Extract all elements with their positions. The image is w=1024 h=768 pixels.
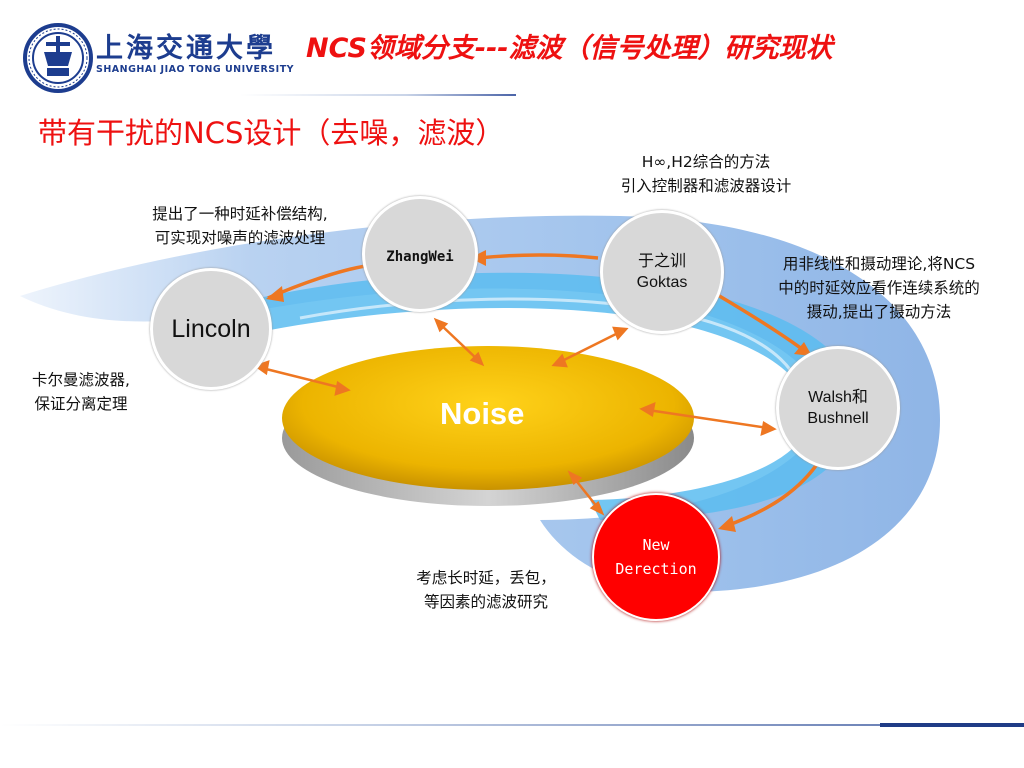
- noise-disc: [282, 346, 694, 490]
- note-yu: H∞,H2综合的方法 引入控制器和滤波器设计: [596, 150, 816, 198]
- note-yu-line2: 引入控制器和滤波器设计: [620, 177, 792, 195]
- noise-label: Noise: [440, 396, 525, 431]
- node-yu-goktas: 于之训 Goktas: [600, 210, 724, 334]
- note-new-direction: 考虑长时延，丢包， 等因素的滤波研究: [396, 566, 576, 614]
- node-walsh-bushnell: Walsh和 Bushnell: [776, 346, 900, 470]
- note-new-line2: 等因素的滤波研究: [423, 593, 548, 611]
- node-yu-line2: Goktas: [636, 274, 688, 291]
- note-walsh-line2: 中的时延效应看作连续系统的: [778, 279, 980, 297]
- note-lincoln-line2: 保证分离定理: [34, 395, 128, 413]
- note-new-line1: 考虑长时延，丢包，: [416, 569, 556, 587]
- note-lincoln-line1: 卡尔曼滤波器,: [32, 371, 130, 389]
- note-zhangwei-line1: 提出了一种时延补偿结构,: [152, 205, 328, 223]
- connection-arrows: [253, 317, 777, 516]
- node-lincoln: Lincoln: [150, 268, 272, 390]
- footer-line: [0, 724, 880, 726]
- note-walsh: 用非线性和摄动理论,将NCS 中的时延效应看作连续系统的 摄动,提出了摄动方法: [744, 252, 1014, 324]
- node-zhangwei: ZhangWei: [362, 196, 478, 312]
- note-lincoln: 卡尔曼滤波器, 保证分离定理: [6, 368, 156, 416]
- node-lincoln-label: Lincoln: [171, 314, 251, 343]
- title-underline: [240, 94, 516, 96]
- node-walsh-line1: Walsh和: [808, 389, 868, 406]
- section-subtitle: 带有干扰的NCS设计（去噪，滤波）: [38, 116, 505, 150]
- university-name-cn: 上海交通大學: [96, 33, 276, 64]
- node-new-line1: New: [642, 536, 670, 554]
- note-walsh-line3: 摄动,提出了摄动方法: [806, 303, 952, 321]
- university-seal-icon: [23, 23, 93, 93]
- node-new-line2: Derection: [615, 560, 697, 578]
- note-zhangwei-line2: 可实现对噪声的滤波处理: [154, 229, 326, 247]
- swirl-band: [250, 272, 859, 520]
- node-new-direction: New Derection: [592, 493, 720, 621]
- university-name-en: SHANGHAI JIAO TONG UNIVERSITY: [96, 64, 295, 75]
- footer-accent-bar: [880, 723, 1024, 727]
- node-zhangwei-label: ZhangWei: [386, 249, 454, 265]
- note-yu-line1: H∞,H2综合的方法: [641, 153, 771, 171]
- slide-title: NCS领域分支---滤波（信号处理）研究现状: [306, 33, 833, 64]
- note-walsh-line1: 用非线性和摄动理论,将NCS: [782, 255, 976, 273]
- node-yu-line1: 于之训: [637, 253, 686, 270]
- node-walsh-line2: Bushnell: [807, 410, 869, 427]
- note-zhangwei: 提出了一种时延补偿结构, 可实现对噪声的滤波处理: [120, 202, 360, 250]
- university-logo: [22, 22, 94, 94]
